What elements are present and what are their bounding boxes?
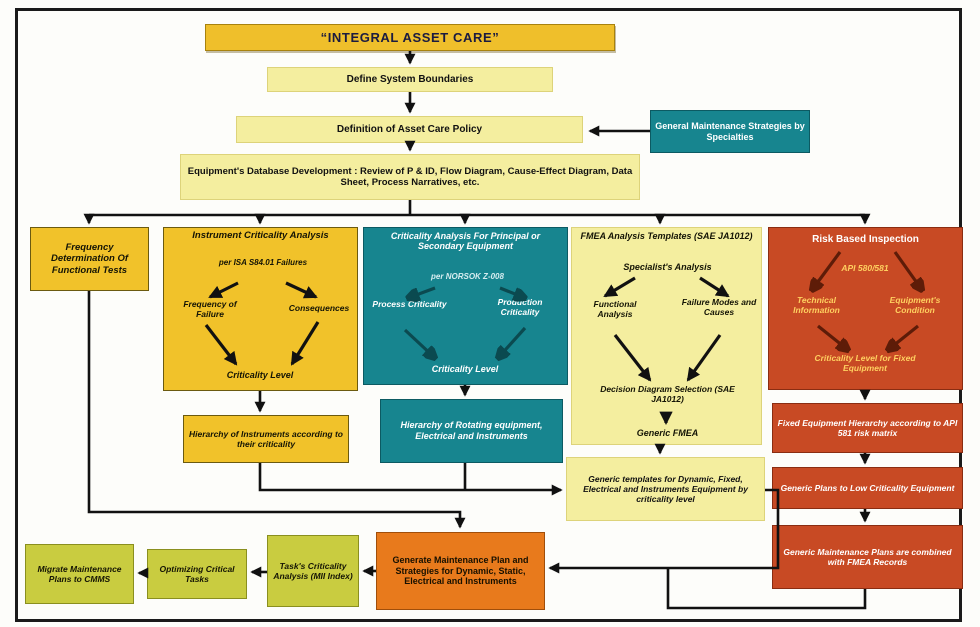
equipment-cycle-criticality-level: Criticality Level [431,364,499,374]
box-optimizing-critical-tasks: Optimizing Critical Tasks [147,549,247,599]
rbi-criticality-level-fixed: Criticality Level for Fixed Equipment [814,353,916,373]
instrument-cycle-consequences: Consequences [288,303,350,313]
rbi-technical-information: Technical Information [793,295,840,315]
box-instrument-hierarchy: Hierarchy of Instruments according to th… [183,415,349,463]
rbi-title: Risk Based Inspection [812,234,919,245]
box-define-system-boundaries: Define System Boundaries [267,67,553,92]
rbi-equipment-condition: Equipment's Condition [889,295,941,315]
box-equipment-hierarchy: Hierarchy of Rotating equipment, Electri… [380,399,563,463]
fmea-specialist-analysis: Specialist's Analysis [623,262,712,272]
fmea-decision-diagram-selection: Decision Diagram Selection (SAE JA1012) [600,384,735,404]
equipment-cycle-title: Criticality Analysis For Principal or Se… [390,231,541,252]
instrument-cycle-subtitle: per ISA S84.01 Failures [218,258,308,267]
instrument-cycle-criticality-level: Criticality Level [226,370,294,380]
equipment-cycle-subtitle: per NORSOK Z-008 [431,272,504,281]
box-generic-maintenance-plans-combined: Generic Maintenance Plans are combined w… [772,525,963,589]
instrument-cycle-frequency-of-failure: Frequency of Failure [183,299,237,319]
box-generate-maintenance-plan: Generate Maintenance Plan and Strategies… [376,532,545,610]
rbi-subtitle: API 580/581 [841,263,889,273]
rbi-cycle-box [768,227,963,390]
instrument-cycle-title: Instrument Criticality Analysis [192,230,329,241]
fmea-failure-modes-causes: Failure Modes and Causes [681,297,757,317]
box-generic-plans-low-criticality: Generic Plans to Low Criticality Equipme… [772,467,963,509]
fmea-title: FMEA Analysis Templates (SAE JA1012) [580,231,753,241]
box-frequency-functional-tests: Frequency Determination Of Functional Te… [30,227,149,291]
box-generic-templates: Generic templates for Dynamic, Fixed, El… [566,457,765,521]
box-equipment-database-development: Equipment's Database Development : Revie… [180,154,640,200]
box-general-maintenance-strategies: General Maintenance Strategies by Specia… [650,110,810,153]
fmea-analysis-box [571,227,762,445]
fmea-functional-analysis: Functional Analysis [593,299,637,319]
equipment-cycle-process-criticality: Process Criticality [372,299,447,309]
equipment-cycle-production-criticality: Production Criticality [497,297,543,317]
title-integral-asset-care: “INTEGRAL ASSET CARE” [205,24,615,51]
fmea-generic-fmea: Generic FMEA [636,428,699,438]
box-task-criticality-analysis: Task's Criticality Analysis (MII Index) [267,535,359,607]
box-asset-care-policy: Definition of Asset Care Policy [236,116,583,143]
box-fixed-equipment-hierarchy: Fixed Equipment Hierarchy according to A… [772,403,963,453]
box-migrate-plans-cmms: Migrate Maintenance Plans to CMMS [25,544,134,604]
